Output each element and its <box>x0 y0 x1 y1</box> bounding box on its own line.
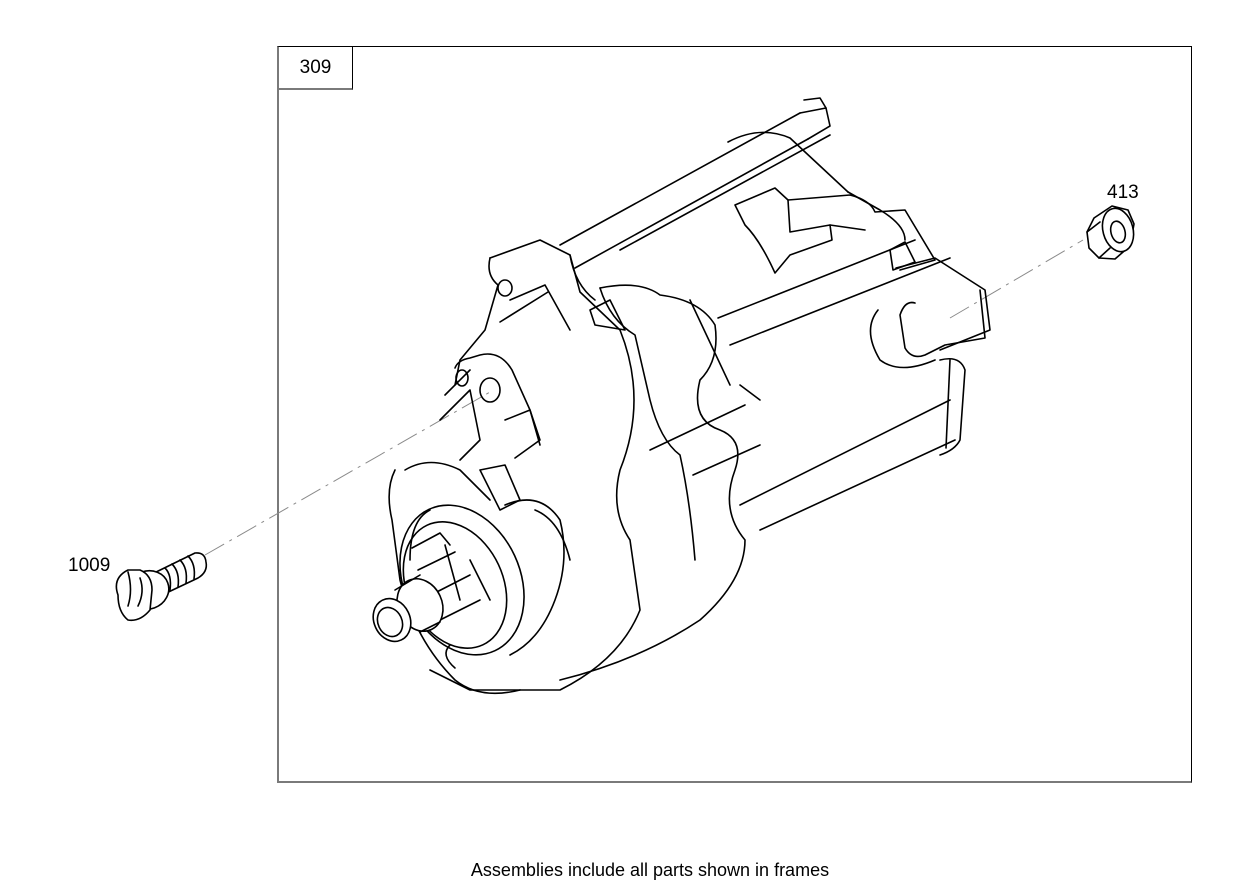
starter-motor-icon[interactable] <box>366 97 991 695</box>
leader-line-413 <box>949 239 1084 319</box>
frame-label-309[interactable]: 309 <box>279 47 353 90</box>
callout-1009[interactable]: 1009 <box>68 555 111 576</box>
assembly-frame: 309 <box>277 46 1192 783</box>
callout-413[interactable]: 413 <box>1107 182 1139 203</box>
leader-line-1009 <box>204 391 491 556</box>
flanged-bolt-1009-icon[interactable] <box>115 552 208 622</box>
hex-nut-413-icon[interactable] <box>1086 205 1138 260</box>
footer-note: Assemblies include all parts shown in fr… <box>470 860 830 880</box>
